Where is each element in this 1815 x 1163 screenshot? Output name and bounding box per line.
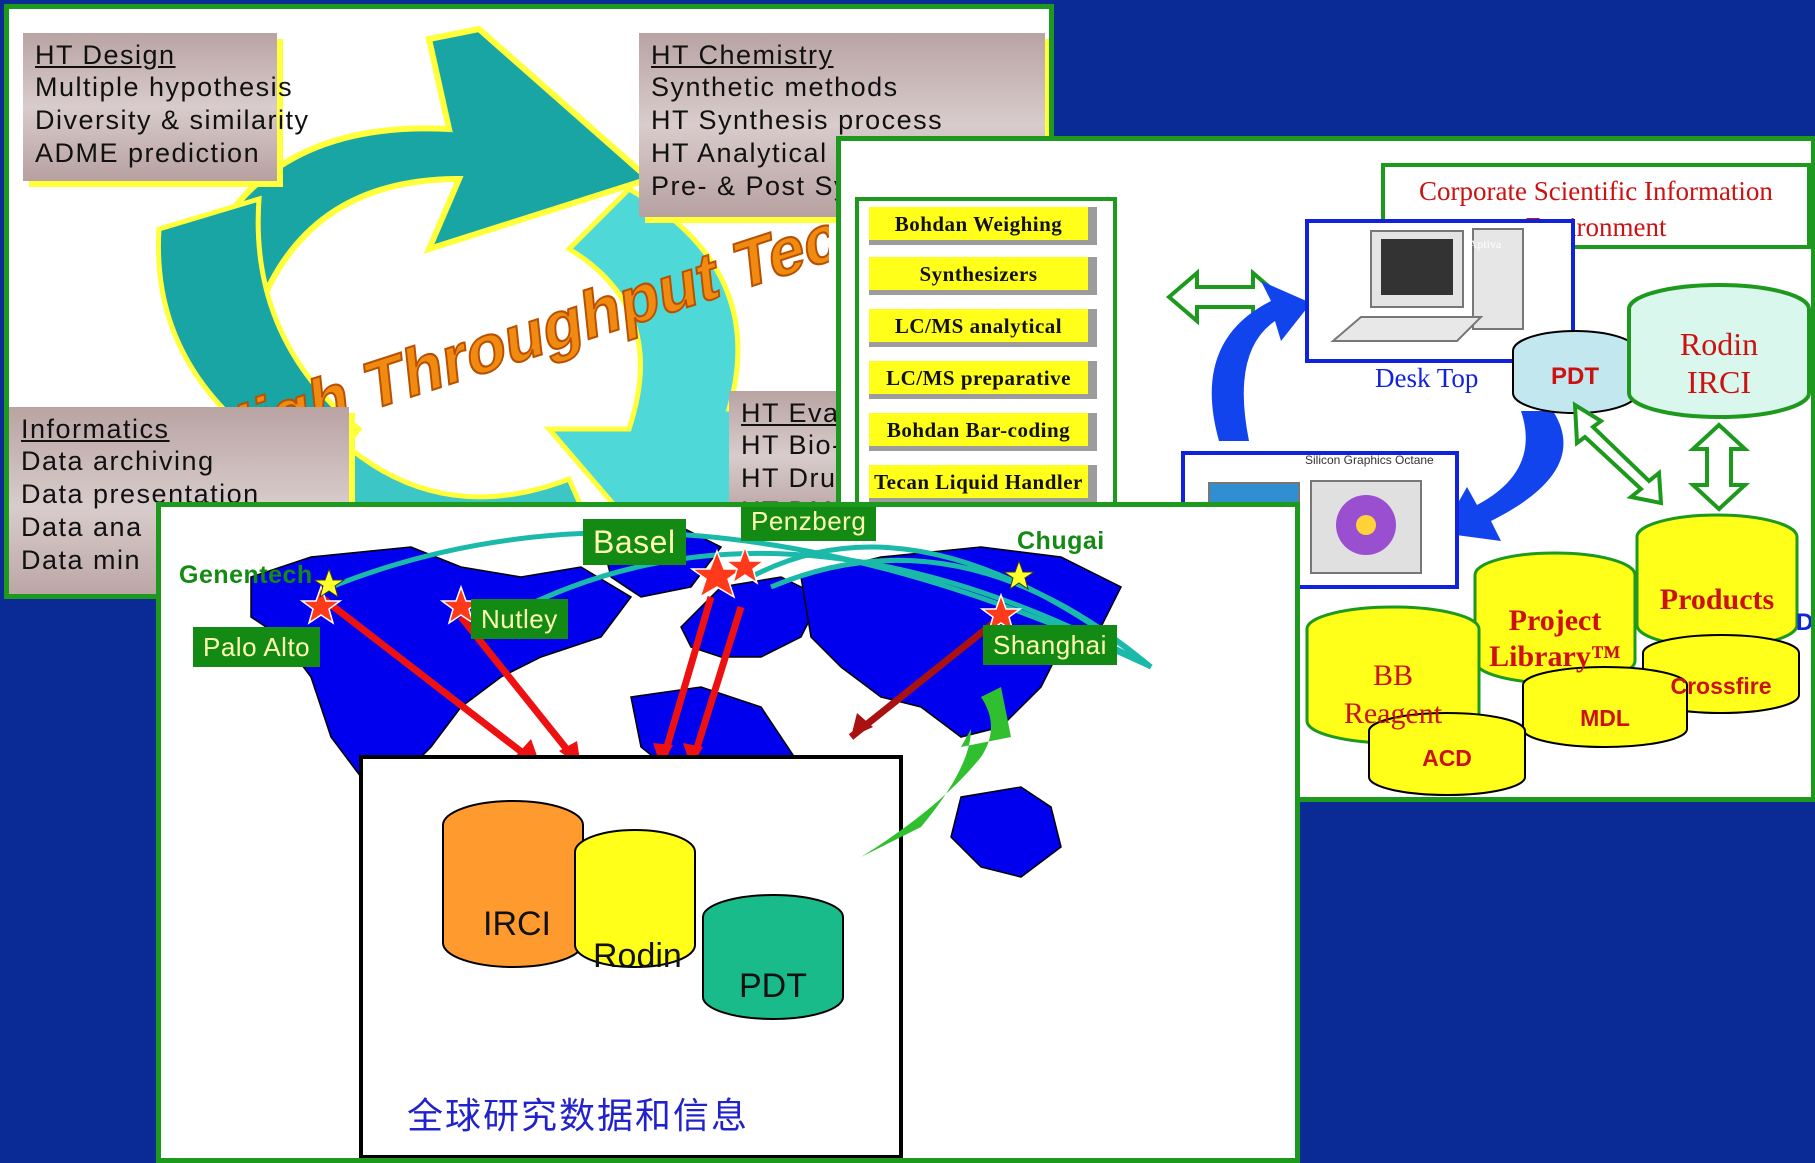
bb-reagent-db-line: BB (1372, 659, 1414, 692)
world-map-panel: IRCI Rodin PDT 全球研究数据和信息 Genentech Palo … (156, 502, 1300, 1163)
site-marker-icon (979, 592, 1023, 633)
site-label-palo-alto: Palo Alto (193, 627, 321, 667)
instrument-item: Synthesizers (869, 257, 1097, 295)
site-label-basel: Basel (583, 519, 686, 565)
world-map-graphic: IRCI Rodin PDT (250, 526, 1153, 1158)
site-marker-icon (299, 584, 343, 625)
project-library-db-line: Library™ (1489, 640, 1621, 673)
products-db-label: Products (1659, 583, 1775, 616)
project-library-db: Project Library™ (1475, 603, 1635, 675)
curved-arrow-icon (1211, 281, 1311, 441)
desktop-label: Desk Top (1375, 363, 1479, 393)
bb-reagent-db: BB Reagent (1307, 657, 1479, 733)
workstation-label: Silicon Graphics Octane (1305, 453, 1434, 467)
ht-chemistry-line: HT Synthesis process (651, 105, 944, 135)
site-label-nutley: Nutley (471, 599, 568, 639)
rodin-db (574, 852, 696, 968)
curved-arrow-icon (1441, 411, 1564, 541)
ht-design-title: HT Design (35, 40, 176, 70)
environment-title-box: Corporate Scientific Information Environ… (1381, 163, 1811, 249)
pdt-db-label: PDT (739, 967, 807, 1005)
irci-db-label: IRCI (483, 905, 551, 943)
site-marker-icon (1002, 559, 1036, 591)
site-label-shanghai: Shanghai (983, 625, 1117, 665)
yellow-database-group (1305, 513, 1800, 796)
instrument-item: LC/MS preparative (869, 361, 1097, 399)
ht-design-box: HT Design Multiple hypothesis Diversity … (23, 33, 310, 181)
irci-db (442, 825, 584, 968)
informatics-line: Data archiving (21, 446, 215, 476)
rodin-irci-db: Rodin IRCI (1641, 325, 1797, 401)
instrument-item: Bohdan Weighing (869, 207, 1097, 245)
ht-banner: High Throughput Technology (204, 189, 829, 449)
ht-chemistry-line: Synthetic methods (651, 72, 899, 102)
environment-graphic (1165, 219, 1811, 796)
site-label-penzberg: Penzberg (741, 507, 877, 541)
site-marker-icon (312, 567, 346, 599)
info-environment-panel: Bohdan Weighing Synthesizers LC/MS analy… (836, 136, 1815, 802)
site-label-chugai: Chugai (1017, 527, 1105, 555)
edge-letter: D (1796, 609, 1814, 636)
instrument-item: Tecan Liquid Handler (869, 465, 1097, 503)
site-marker-icon (723, 544, 767, 585)
ht-evaluation-title: HT Eval (741, 398, 848, 428)
ht-chemistry-line: Pre- & Post Sy (651, 171, 850, 201)
ht-design-line: Multiple hypothesis (35, 72, 294, 102)
instrument-item: Bohdan Bar-coding (869, 413, 1097, 451)
global-data-caption: 全球研究数据和信息 (407, 1096, 750, 1137)
double-arrow-icon (1572, 401, 1664, 506)
double-arrow-icon (1687, 422, 1751, 512)
crossfire-db-label: Crossfire (1670, 673, 1772, 699)
site-label-genentech: Genentech (179, 561, 313, 589)
informatics-line: Data min (21, 545, 142, 575)
monitor-brand: Aptiva (1468, 237, 1502, 251)
rodin-irci-db-line: IRCI (1687, 364, 1751, 400)
informatics-line: Data ana (21, 512, 143, 542)
ht-design-line: ADME prediction (35, 138, 261, 168)
pdt-db-label: PDT (1551, 363, 1599, 390)
rodin-db-label: Rodin (593, 937, 682, 975)
instrument-item: LC/MS analytical (869, 309, 1097, 347)
ht-design-line: Diversity & similarity (35, 105, 310, 135)
environment-title-line: Corporate Scientific Information (1419, 176, 1773, 206)
mdl-db-label: MDL (1580, 705, 1630, 731)
ht-evaluation-line: HT Drug (741, 463, 854, 493)
project-library-db-line: Project (1508, 604, 1602, 637)
bb-reagent-db-line: Reagent (1343, 697, 1443, 730)
curved-arrow-icon (861, 687, 1011, 857)
ht-chemistry-title: HT Chemistry (651, 40, 834, 70)
rodin-irci-db-line: Rodin (1679, 326, 1759, 362)
ht-chemistry-line: HT Analytical (651, 138, 828, 168)
informatics-title: Informatics (21, 414, 170, 444)
pdt-db (702, 917, 844, 1020)
acd-db-label: ACD (1422, 745, 1472, 771)
